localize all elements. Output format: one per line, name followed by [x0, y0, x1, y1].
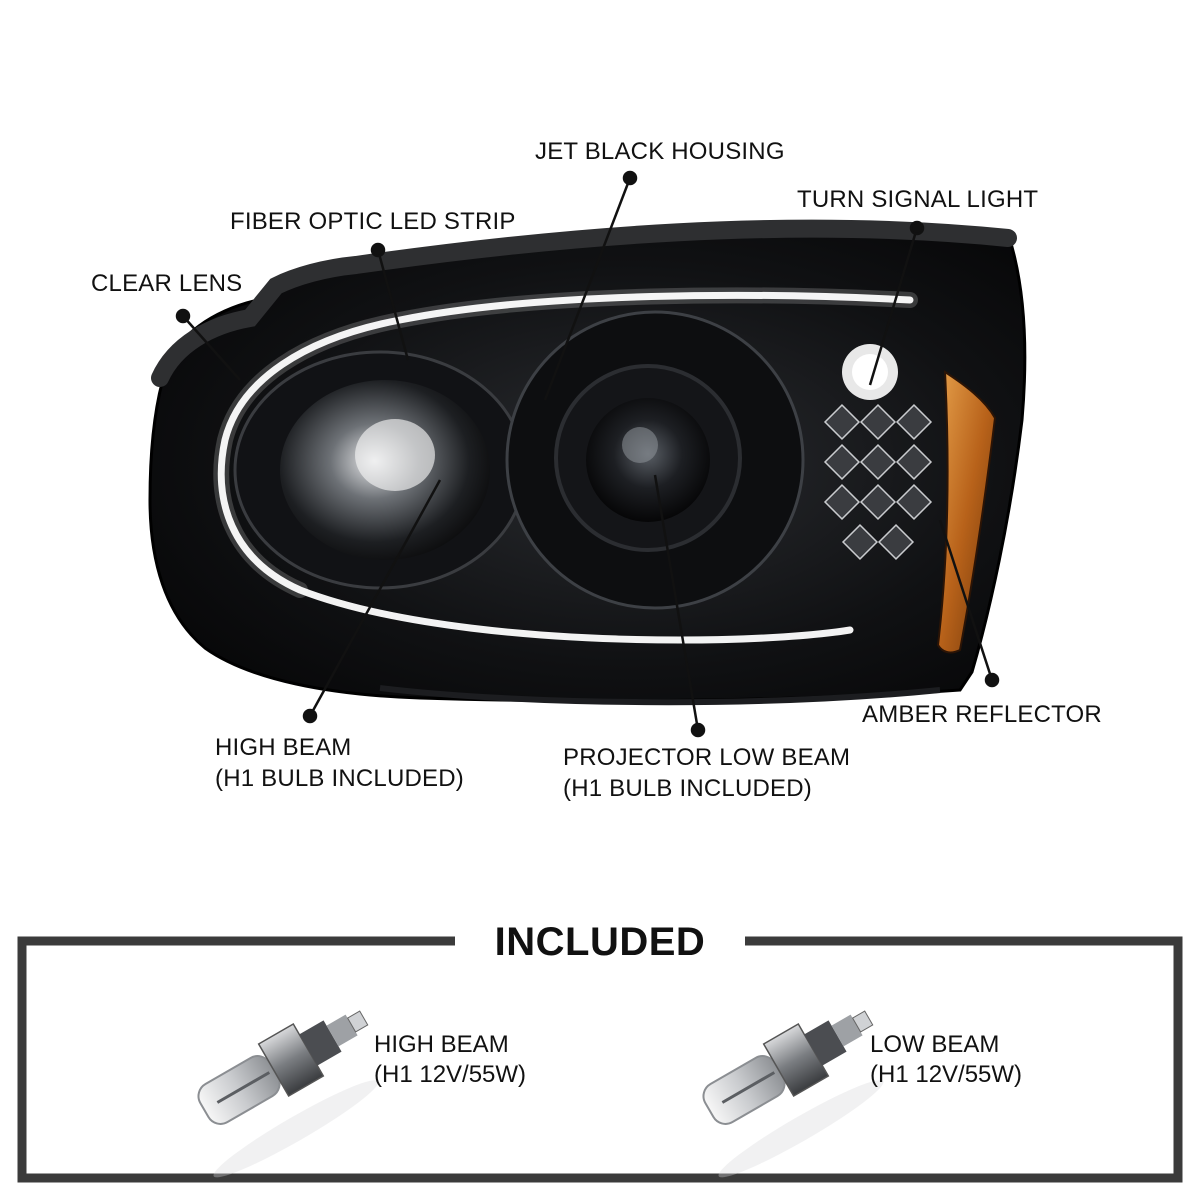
callout-amber-reflector: AMBER REFLECTOR: [862, 701, 1102, 728]
callout-projector-line2: (H1 BULB INCLUDED): [563, 775, 812, 802]
amber-reflector: [936, 370, 997, 654]
turn-signal-area: [823, 344, 933, 561]
callout-projector-low-beam: PROJECTOR LOW BEAM (H1 BULB INCLUDED): [563, 742, 850, 804]
callout-projector-line1: PROJECTOR LOW BEAM: [563, 744, 851, 771]
callout-clear-lens: CLEAR LENS: [91, 270, 243, 297]
led-strip: [217, 291, 914, 644]
callout-jet-black-housing: JET BLACK HOUSING: [535, 138, 785, 165]
included-high-beam-bulb: HIGH BEAM (H1 12V/55W): [374, 1030, 526, 1090]
callout-high-beam-line2: (H1 BULB INCLUDED): [215, 765, 464, 792]
callout-turn-signal-light: TURN SIGNAL LIGHT: [797, 186, 1039, 213]
bulb-spec: (H1 12V/55W): [870, 1061, 1023, 1088]
callout-high-beam-line1: HIGH BEAM: [215, 734, 352, 761]
callout-fiber-optic-led-strip: FIBER OPTIC LED STRIP: [230, 208, 516, 235]
callout-high-beam: HIGH BEAM (H1 BULB INCLUDED): [215, 732, 464, 794]
bulb-label: LOW BEAM: [870, 1031, 1000, 1058]
callout-lines: [175, 170, 1000, 738]
bulb-spec: (H1 12V/55W): [374, 1061, 527, 1088]
included-frame: [17, 936, 1183, 1183]
included-low-beam-bulb: LOW BEAM (H1 12V/55W): [870, 1030, 1022, 1090]
h1-bulb-icon: [197, 1010, 379, 1178]
headlight-assembly: [148, 219, 1027, 706]
included-title: INCLUDED: [494, 920, 706, 964]
bulb-label: HIGH BEAM: [374, 1031, 509, 1058]
h1-bulb-icon: [702, 1010, 884, 1178]
top-gasket: [151, 219, 1017, 387]
